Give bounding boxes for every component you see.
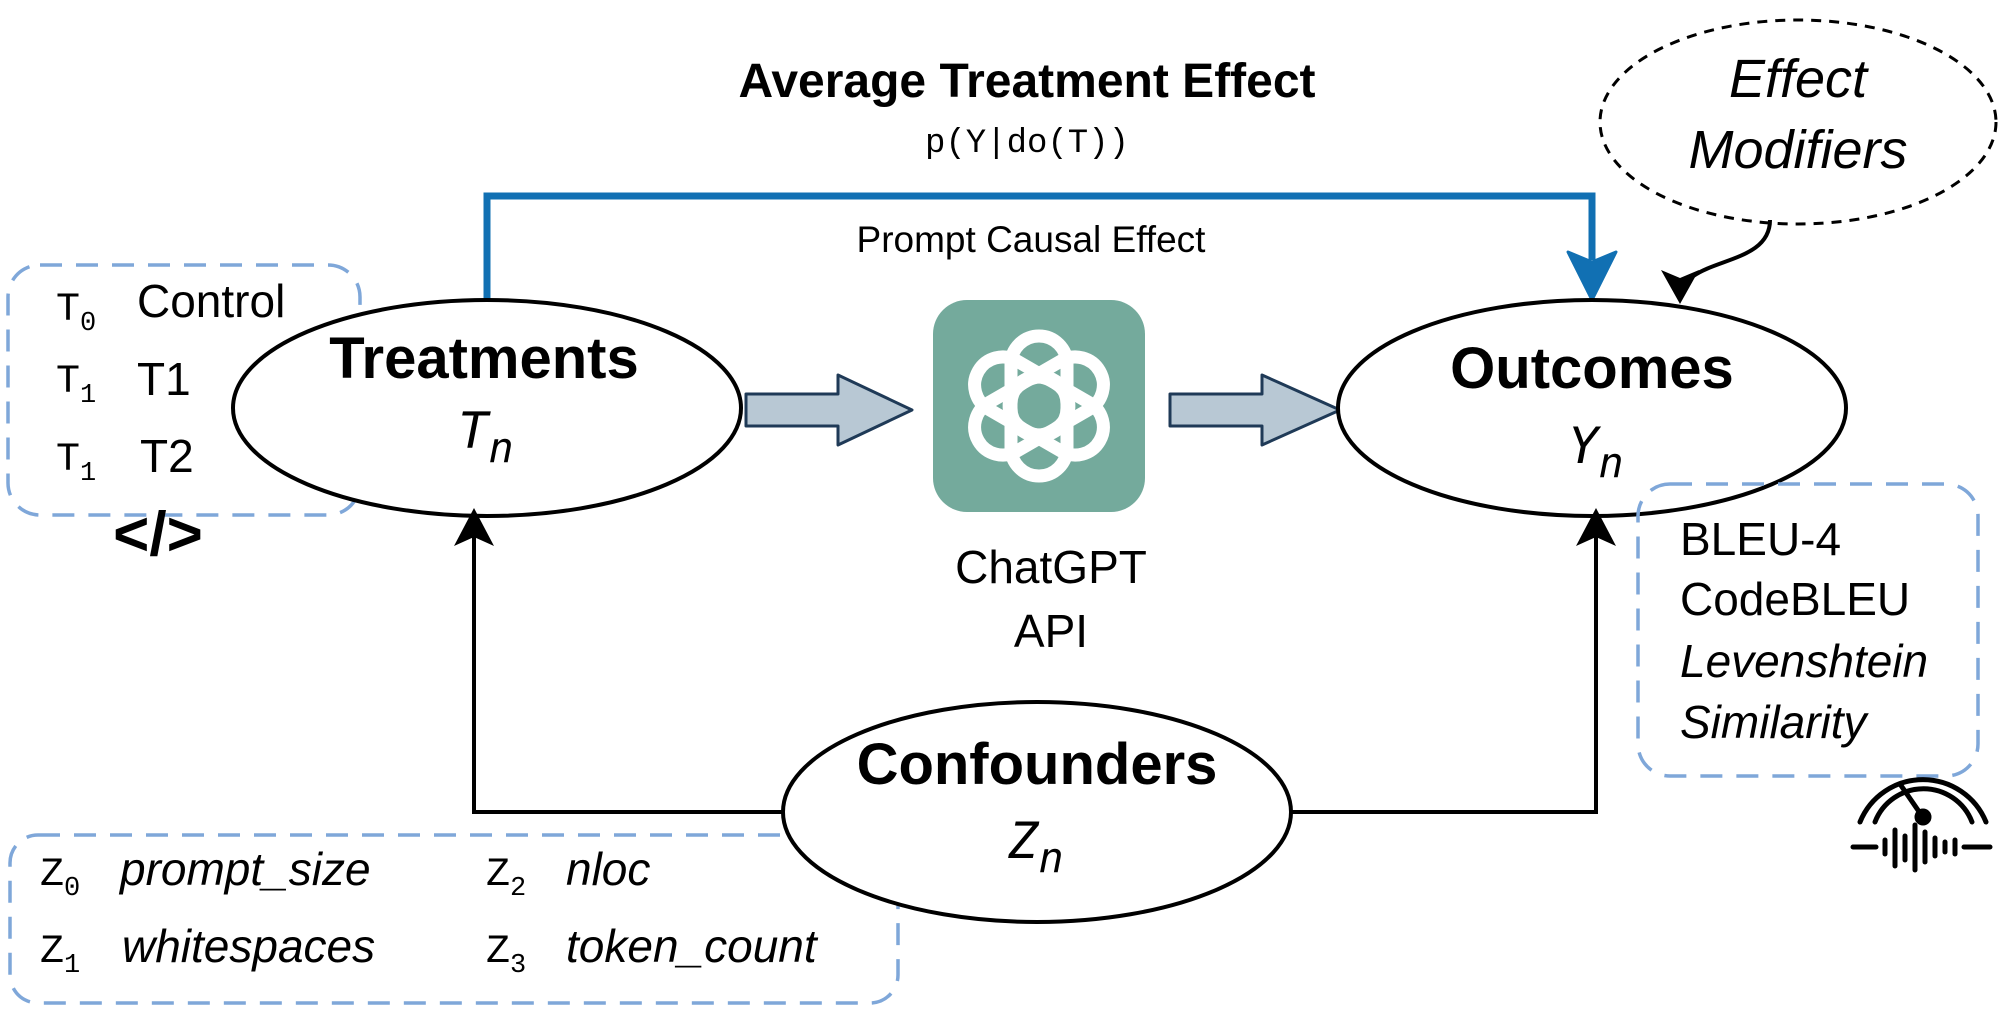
confounders-list-box — [8, 833, 900, 1005]
ate-formula: p(Y|do(T)) — [925, 125, 1129, 163]
treatment-label: T2 — [140, 430, 194, 482]
treatment-label: Control — [137, 275, 285, 327]
svg-text:Z1: Z1 — [40, 930, 80, 981]
confounders-node — [781, 700, 1293, 924]
block-arrow-api-to-outcomes — [1168, 373, 1342, 447]
confounder-label: nloc — [566, 843, 650, 895]
outcomes-variable: Yn — [1568, 417, 1623, 487]
treatments-node — [231, 298, 743, 518]
treatments-var-symbol: T — [458, 402, 491, 460]
confounder-label: token_count — [566, 920, 819, 972]
openai-knot-icon — [968, 329, 1110, 483]
gauge-icon — [1850, 777, 1993, 873]
confounders-var-symbol: Z — [1007, 812, 1040, 870]
outcomes-node — [1336, 298, 1848, 518]
treatment-label: T1 — [137, 353, 191, 405]
confounder-subscript: 1 — [64, 951, 80, 981]
confounder-label: whitespaces — [122, 920, 375, 972]
ate-arrowhead — [1566, 250, 1618, 302]
confounders-to-treatments-arrowhead — [454, 508, 494, 546]
confounder-subscript: 2 — [510, 874, 526, 904]
confounder-symbol: Z — [40, 930, 64, 975]
treatment-symbol: T — [56, 288, 80, 333]
ate-title: Average Treatment Effect — [738, 55, 1315, 108]
treatments-variable: Tn — [458, 402, 513, 472]
treatment-symbol: T — [56, 360, 80, 405]
confounders-to-outcomes-arrowhead — [1576, 508, 1616, 546]
svg-text:Z3: Z3 — [486, 930, 526, 981]
treatment-item-1: T1 T1 — [56, 353, 191, 411]
confounder-symbol: Z — [486, 853, 510, 898]
svg-text:T1: T1 — [56, 438, 96, 489]
effect-modifiers-arrow — [1678, 219, 1772, 301]
confounders-title: Confounders — [857, 732, 1218, 797]
outcomes-metrics-box — [1636, 482, 1980, 778]
code-icon: </> — [113, 500, 203, 569]
treatment-subscript: 1 — [80, 381, 96, 411]
metric-similarity: Similarity — [1680, 696, 1870, 748]
confounder-item-3: Z3 token_count — [486, 920, 819, 981]
confounder-item-1: Z2 nloc — [486, 843, 650, 904]
confounders-variable: Zn — [1007, 812, 1063, 882]
confounders-to-treatments-arrow — [472, 528, 790, 814]
api-label-line1: ChatGPT — [955, 541, 1147, 593]
confounders-to-outcomes-arrow — [1286, 528, 1598, 814]
confounder-label: prompt_size — [118, 843, 371, 895]
outcomes-var-symbol: Y — [1568, 417, 1601, 475]
effect-modifiers-ellipse — [1598, 18, 1998, 226]
confounder-subscript: 3 — [510, 951, 526, 981]
svg-text:T0: T0 — [56, 288, 96, 339]
svg-text:Z2: Z2 — [486, 853, 526, 904]
block-arrow-treatments-to-api — [744, 373, 914, 447]
svg-text:Z0: Z0 — [40, 853, 80, 904]
treatments-options-box — [6, 263, 362, 517]
ate-arrow — [483, 192, 1596, 300]
prompt-causal-effect-label: Prompt Causal Effect — [857, 219, 1207, 260]
confounder-symbol: Z — [40, 853, 64, 898]
confounders-var-subscript: n — [1038, 833, 1063, 882]
outcomes-title: Outcomes — [1450, 336, 1734, 401]
outcomes-var-subscript: n — [1598, 438, 1623, 487]
svg-text:T1: T1 — [56, 360, 96, 411]
metric-levenshtein: Levenshtein — [1680, 635, 1928, 687]
metric-bleu4: BLEU-4 — [1680, 513, 1841, 565]
effect-modifiers-line2: Modifiers — [1688, 120, 1907, 180]
effect-modifiers-arrowhead — [1661, 270, 1699, 304]
treatment-subscript: 0 — [80, 309, 96, 339]
confounder-symbol: Z — [486, 930, 510, 975]
treatment-item-2: T1 T2 — [56, 430, 194, 489]
treatments-var-subscript: n — [488, 423, 513, 472]
confounder-subscript: 0 — [64, 874, 80, 904]
metric-codebleu: CodeBLEU — [1680, 573, 1910, 625]
treatment-symbol: T — [56, 438, 80, 483]
treatments-title: Treatments — [329, 326, 638, 391]
confounder-item-0: Z0 prompt_size — [40, 843, 371, 904]
openai-logo-icon — [933, 300, 1145, 512]
treatment-item-0: T0 Control — [56, 275, 285, 339]
treatment-subscript: 1 — [80, 459, 96, 489]
effect-modifiers-line1: Effect — [1729, 49, 1869, 109]
confounder-item-2: Z1 whitespaces — [40, 920, 375, 981]
api-label-line2: API — [1014, 605, 1088, 657]
